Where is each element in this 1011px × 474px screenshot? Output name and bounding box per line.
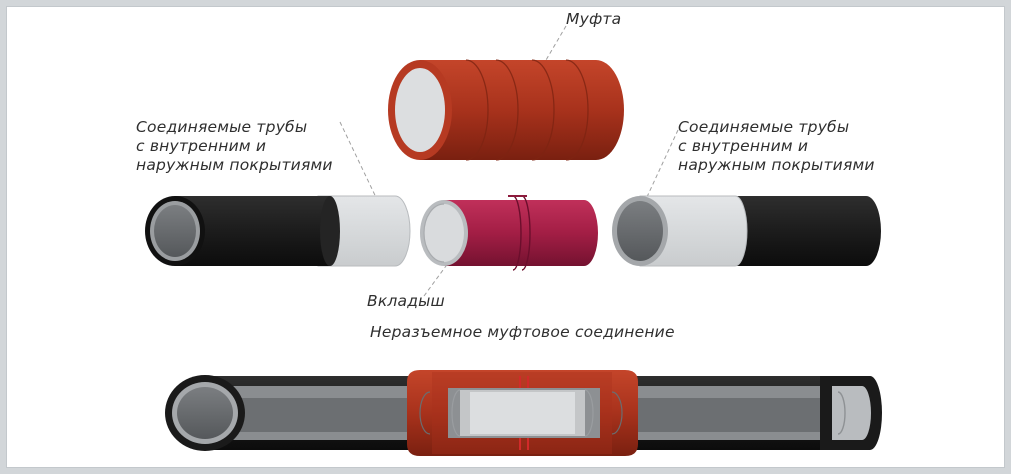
pipes-left-label-line-1: Соединяемые трубы: [136, 118, 308, 136]
pipe-left: [145, 195, 411, 267]
insert-liner: [420, 195, 598, 271]
leader-pipes-left: [339, 121, 384, 213]
coupling-sleeve: [388, 59, 624, 161]
pipes-left-label-line-2: с внутренним и: [136, 137, 267, 155]
assembled-joint: [165, 370, 882, 456]
pipe-right: [612, 195, 881, 267]
pipes-left-label-line-3: наружным покрытиями: [136, 156, 333, 174]
pipes-left-label: Соединяемые трубы с внутренним и наружны…: [136, 118, 333, 175]
pipes-right-label-line-1: Соединяемые трубы: [678, 118, 850, 136]
pipes-right-label: Соединяемые трубы с внутренним и наружны…: [678, 118, 875, 175]
leader-pipes-right: [639, 129, 679, 213]
leader-coupling: [511, 25, 567, 119]
pipes-right-label-line-2: с внутренним и: [678, 137, 809, 155]
coupling-label: Муфта: [566, 10, 622, 28]
joint-label: Неразъемное муфтовое соединение: [370, 323, 675, 341]
insert-label: Вкладыш: [367, 292, 445, 310]
pipes-right-label-line-3: наружным покрытиями: [678, 156, 875, 174]
